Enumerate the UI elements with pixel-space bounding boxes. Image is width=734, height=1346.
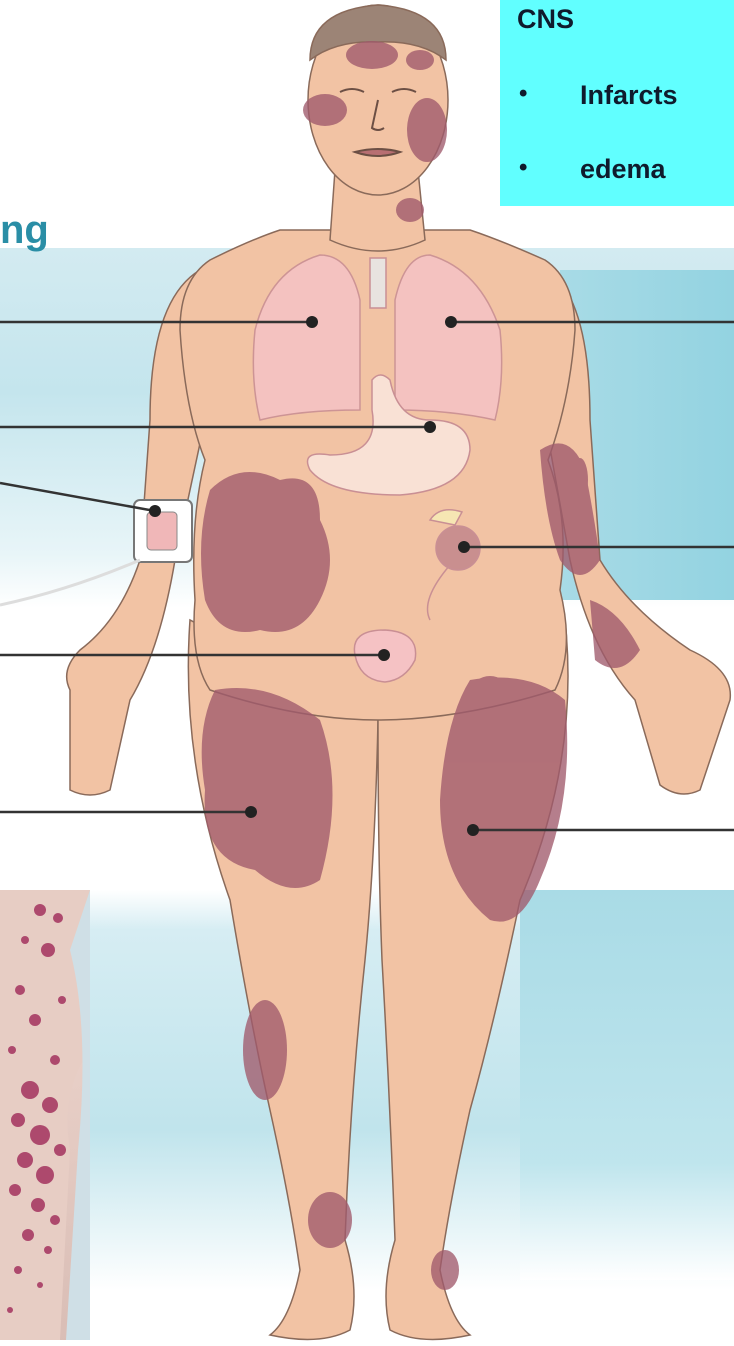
cns-item-label: edema [580, 154, 666, 185]
bullet-icon: • [519, 80, 527, 108]
cns-title: CNS [517, 4, 574, 35]
cns-callout-box: CNS • Infarcts • edema [500, 0, 734, 206]
cns-item-label: Infarcts [580, 80, 678, 111]
bullet-icon: • [519, 154, 527, 182]
